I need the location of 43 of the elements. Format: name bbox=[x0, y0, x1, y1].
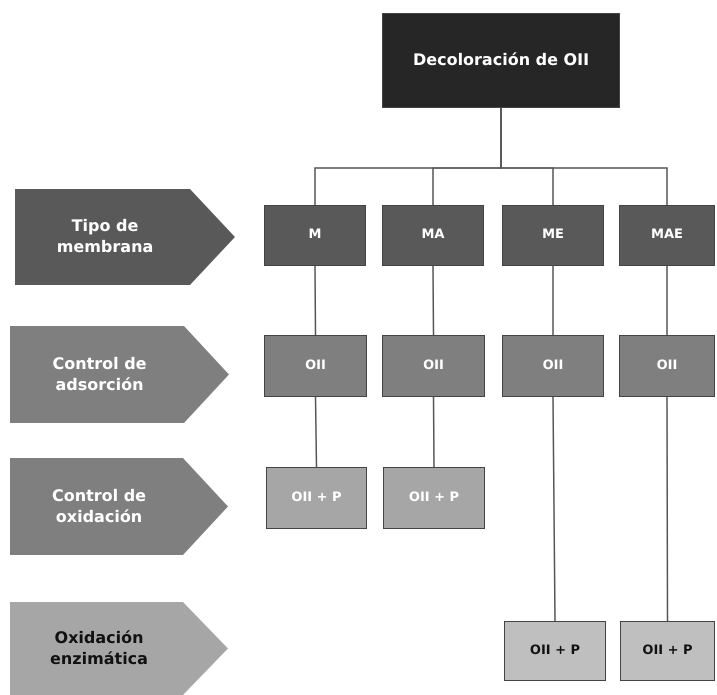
node-label: Control de oxidación bbox=[50, 486, 147, 528]
process-box bbox=[504, 621, 606, 681]
node-label: OII bbox=[542, 358, 564, 374]
node-label: OII + P bbox=[408, 490, 460, 506]
node-label: Oxidación enzimática bbox=[49, 628, 149, 670]
process-box bbox=[264, 335, 367, 397]
node-label: Control de adsorción bbox=[51, 354, 148, 396]
process-box bbox=[382, 205, 484, 266]
process-box bbox=[619, 205, 715, 266]
process-box bbox=[620, 621, 715, 681]
process-box bbox=[382, 335, 485, 397]
node-label: M bbox=[308, 227, 322, 244]
row-header-pentagon bbox=[10, 458, 228, 555]
connector-line bbox=[666, 397, 668, 621]
row-header-pentagon bbox=[15, 189, 235, 285]
node-label: MA bbox=[422, 227, 444, 244]
node-label: OII bbox=[423, 358, 444, 374]
connector-line bbox=[432, 397, 435, 467]
node-label: OII + P bbox=[291, 490, 342, 506]
node-label: OII + P bbox=[642, 642, 693, 660]
node-label: OII bbox=[656, 358, 678, 374]
node-label: Tipo de membrana bbox=[56, 216, 154, 258]
node-label: ME bbox=[542, 227, 564, 244]
process-box bbox=[382, 13, 620, 108]
connector-line bbox=[432, 266, 434, 335]
connector-line bbox=[500, 108, 668, 205]
connector-line bbox=[314, 266, 316, 335]
row-header-pentagon bbox=[10, 602, 228, 695]
node-label: OII bbox=[305, 358, 326, 374]
process-box bbox=[264, 205, 366, 266]
process-box bbox=[266, 467, 367, 529]
process-box bbox=[502, 335, 604, 397]
node-label: Decoloración de OII bbox=[412, 50, 590, 71]
node-label: OII + P bbox=[530, 642, 580, 660]
connector-line bbox=[552, 266, 554, 335]
connector-line bbox=[552, 397, 556, 621]
process-box bbox=[619, 335, 715, 397]
row-header-pentagon bbox=[10, 326, 229, 423]
connector-line bbox=[666, 266, 668, 335]
process-box bbox=[383, 467, 485, 529]
connector-line bbox=[314, 396, 318, 468]
node-label: MAE bbox=[651, 227, 683, 244]
process-box bbox=[502, 205, 604, 266]
